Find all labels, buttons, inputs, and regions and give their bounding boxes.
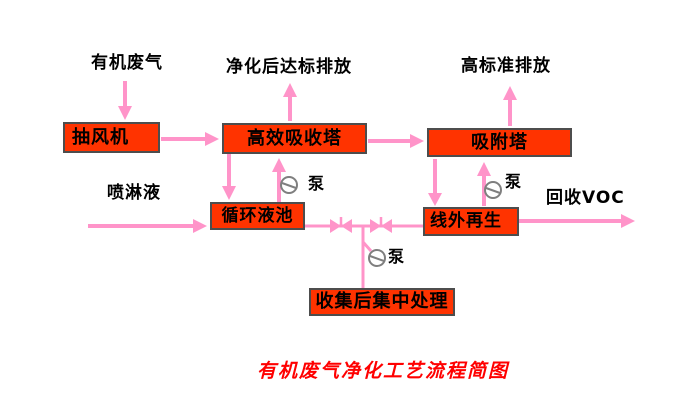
pump-icon	[280, 176, 298, 194]
pump-icon	[484, 181, 502, 199]
adsorber-node: 吸附塔	[427, 128, 572, 157]
diagram-title: 有机废气净化工艺流程简图	[257, 360, 510, 382]
voc-recovery-label: 回收VOC	[546, 188, 625, 208]
fan-node: 抽风机	[63, 122, 160, 153]
valve-icon	[330, 217, 352, 233]
high-std-exhaust-label: 高标准排放	[461, 56, 551, 76]
arrow-pool-to-absorber	[272, 158, 286, 202]
valve-icon	[370, 217, 392, 233]
arrow-fan-to-absorber	[161, 132, 219, 146]
regen-node: 线外再生	[423, 207, 519, 236]
clean-exhaust-label: 净化后达标排放	[226, 57, 352, 77]
pump-label: 泵	[308, 174, 325, 193]
pipe-branch-to-collect	[361, 226, 373, 288]
pump-label: 泵	[388, 247, 405, 266]
arrow-absorber-to-adsorber	[368, 134, 424, 148]
arrow-regen-to-adsorber	[477, 162, 491, 206]
spray-liquid-label: 喷淋液	[107, 183, 161, 203]
collect-node: 收集后集中处理	[309, 288, 455, 316]
pump-icon	[368, 249, 386, 267]
arrow-adsorber-to-exhaust	[503, 86, 517, 126]
arrow-absorber-to-pool	[222, 154, 236, 200]
arrow-spray-to-pool	[88, 219, 207, 233]
pool-node: 循环液池	[210, 202, 305, 230]
feed-gas-label: 有机废气	[91, 53, 163, 73]
arrow-adsorber-to-regen	[428, 159, 442, 206]
absorber-node: 高效吸收塔	[222, 123, 367, 154]
arrow-feedgas-to-fan	[118, 81, 132, 120]
arrow-absorber-to-exhaust	[283, 83, 297, 121]
pump-label: 泵	[505, 172, 522, 191]
arrow-regen-to-voc	[519, 214, 635, 228]
